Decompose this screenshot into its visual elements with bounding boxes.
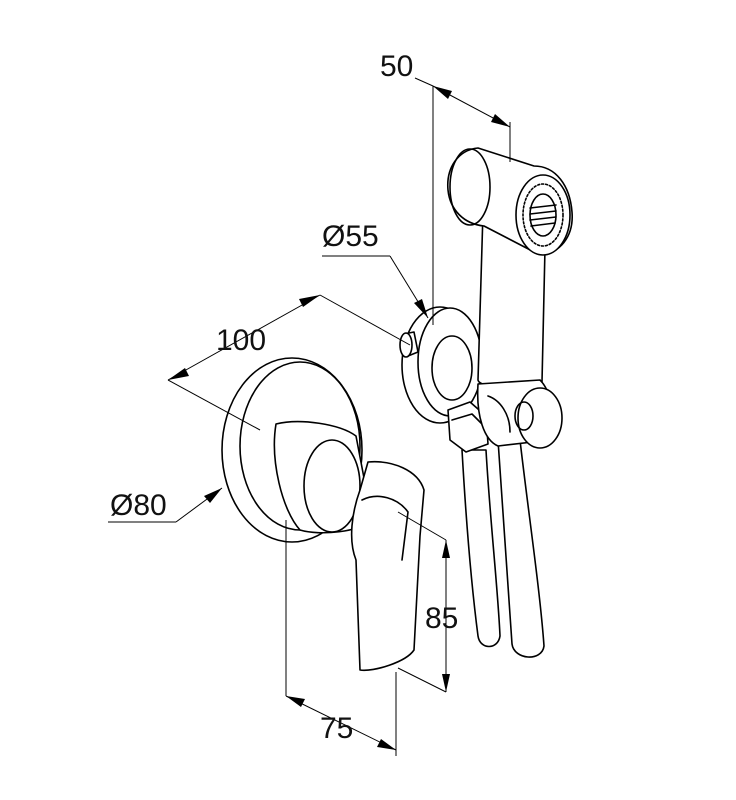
nozzle-mark-2	[529, 210, 557, 215]
spray-nozzle-ring	[522, 183, 564, 247]
dim-label-50: 50	[380, 50, 413, 83]
dimension-50: 50	[380, 50, 511, 325]
dimension-80: Ø80	[108, 487, 223, 523]
head-back-ring	[449, 148, 491, 226]
valve-connector	[447, 379, 563, 453]
dimension-85: 85	[397, 511, 458, 693]
dim-label-100: 100	[216, 324, 266, 357]
spray-head	[447, 147, 573, 390]
bracket-inner-ring	[431, 335, 473, 401]
hose-group	[461, 439, 545, 658]
dimension-55: Ø55	[322, 220, 429, 319]
valve-knob-hub	[514, 401, 534, 431]
hose-left	[461, 449, 501, 648]
hose-nut-left	[447, 401, 489, 453]
dim-label-80: Ø80	[110, 489, 167, 522]
dimension-75: 75	[285, 520, 397, 756]
nozzle-mark-4	[530, 222, 556, 227]
valve-knob	[517, 387, 563, 449]
dim-label-55: Ø55	[322, 220, 379, 253]
lever-edge	[361, 495, 409, 561]
nozzle-mark-1	[529, 204, 557, 209]
hose-right	[497, 439, 545, 658]
valve-body-contour	[487, 395, 511, 433]
cartridge-collar	[303, 439, 361, 533]
dim-label-75: 75	[320, 712, 353, 745]
lever-handle	[350, 460, 425, 672]
dimension-100: 100	[167, 294, 411, 431]
bracket-nub-cap	[399, 332, 413, 358]
mixer	[221, 357, 425, 672]
hose-nut-left-edge	[451, 413, 485, 427]
nozzle-mark-3	[529, 216, 557, 221]
spray-center	[529, 193, 557, 237]
dim-label-85: 85	[425, 602, 458, 635]
